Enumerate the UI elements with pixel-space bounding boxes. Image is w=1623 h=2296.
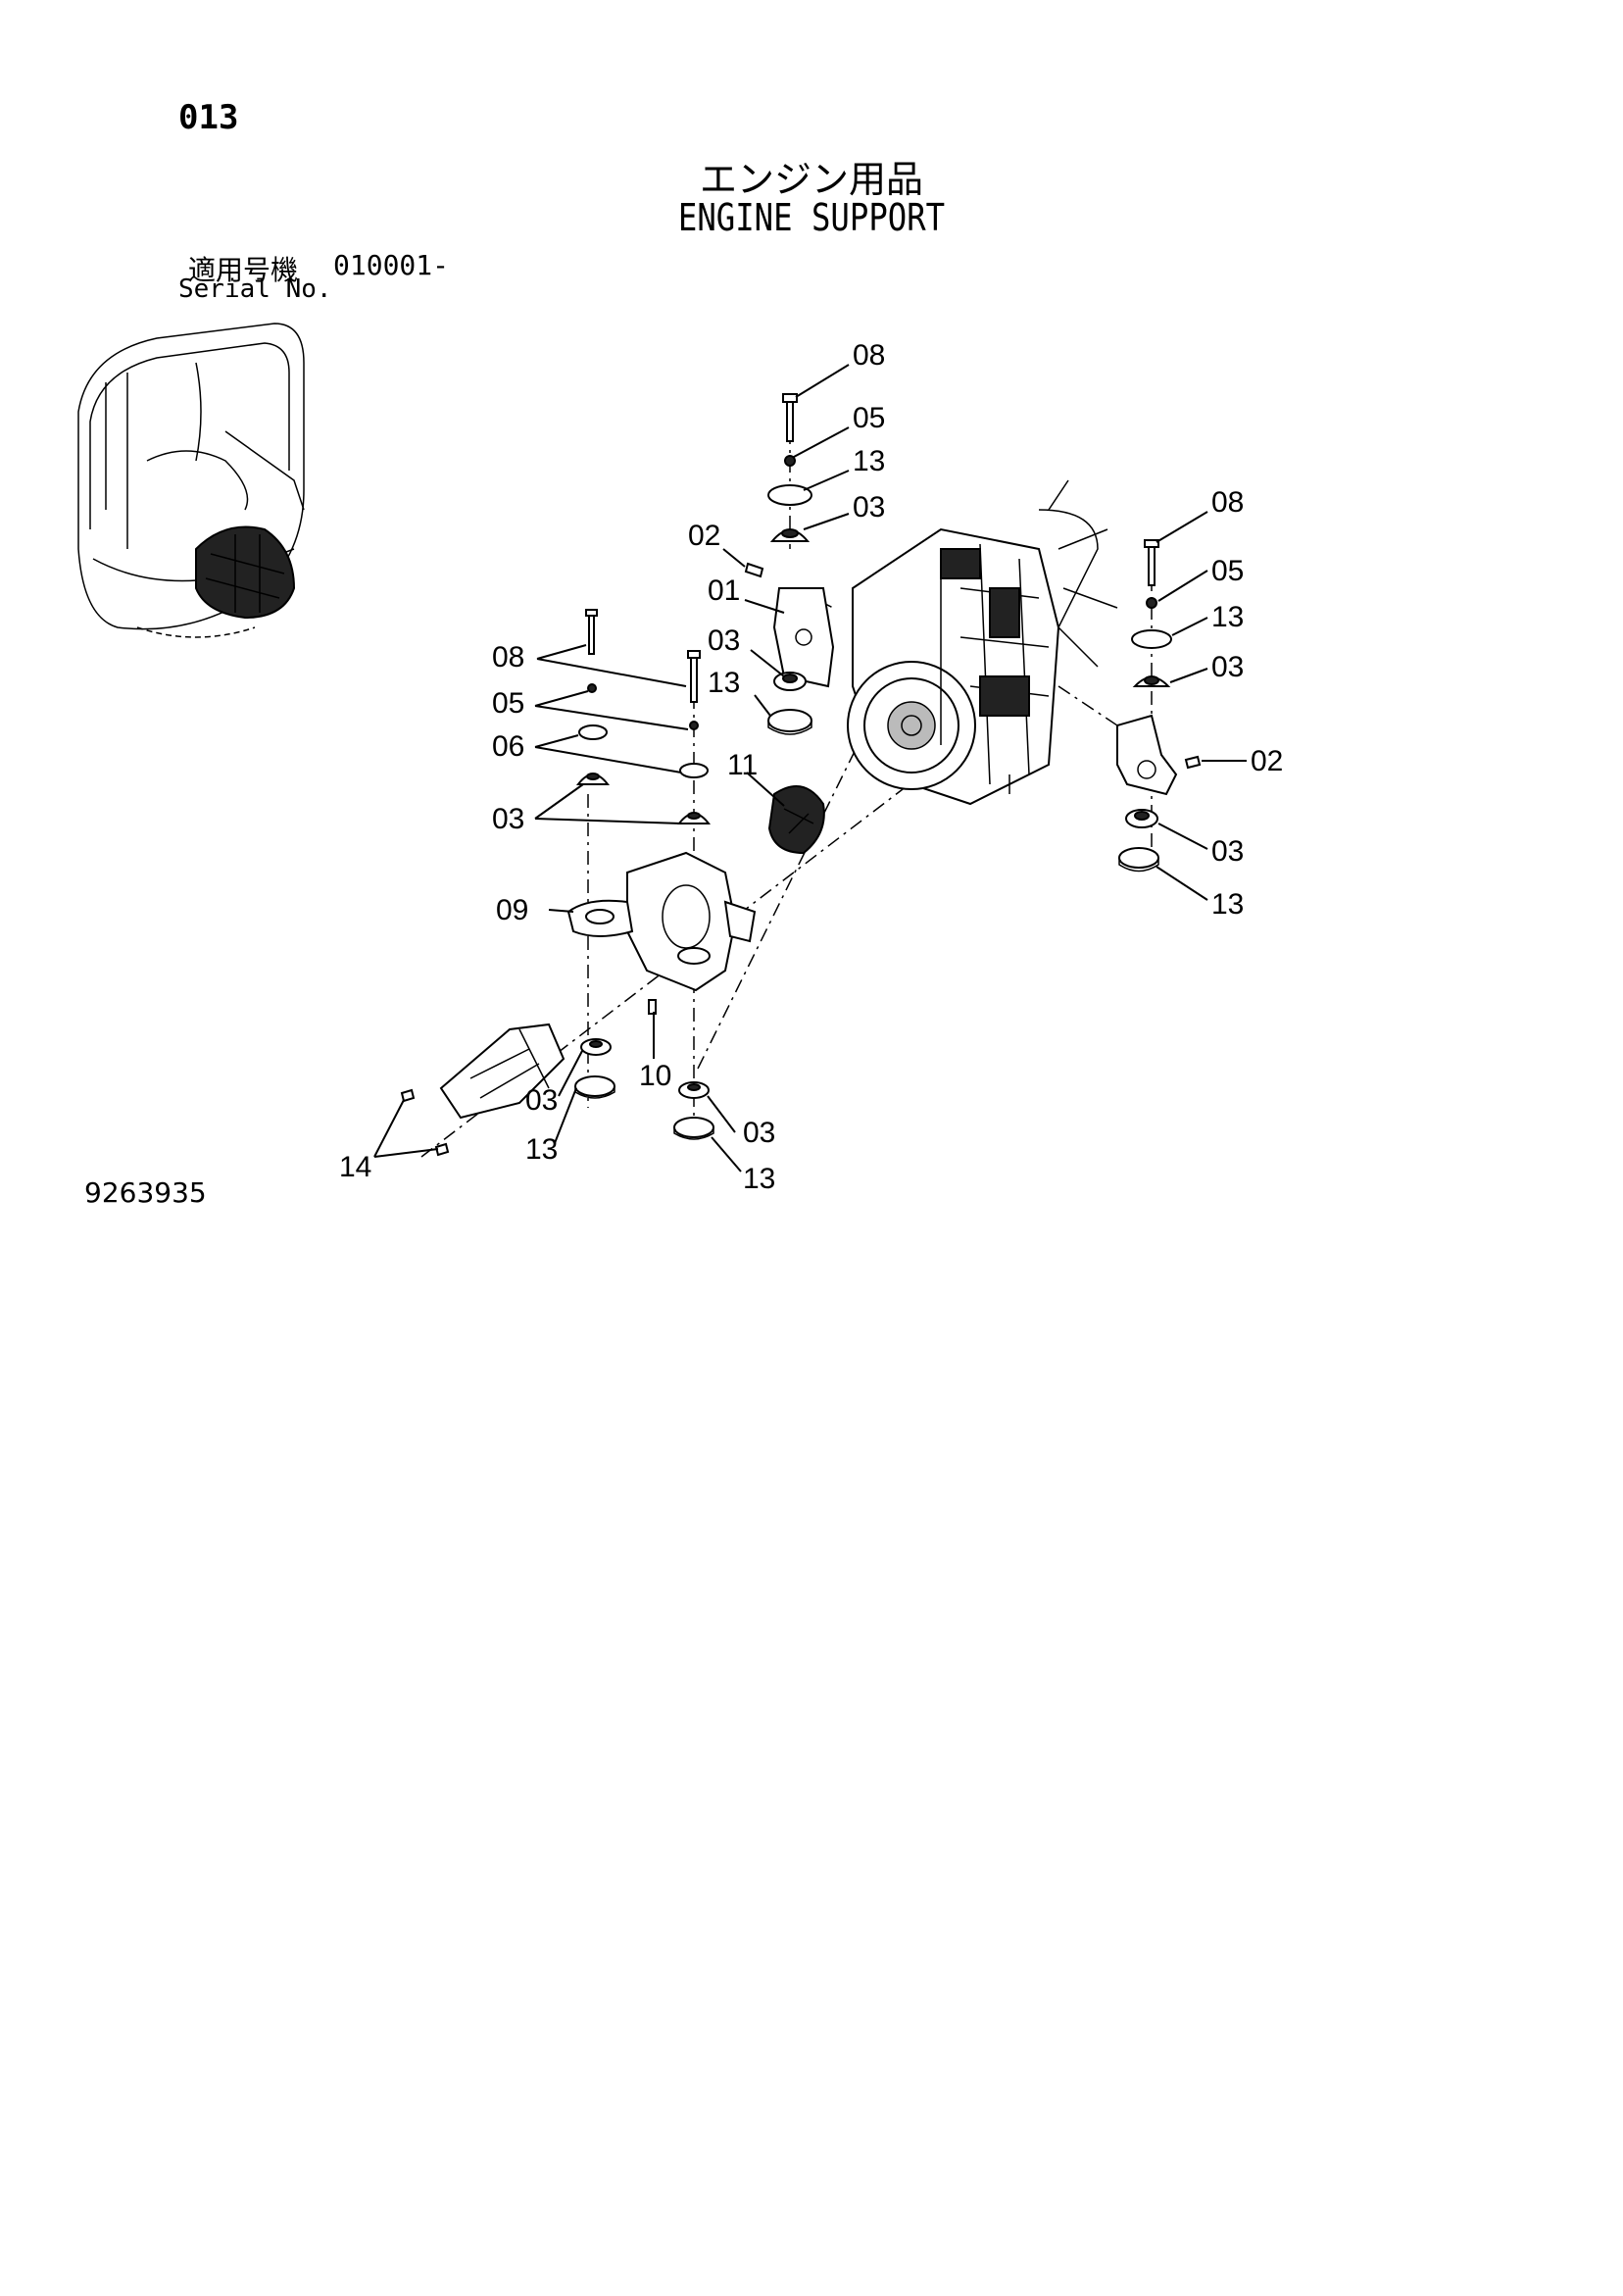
callout-03-right-bottom: 03 [1211,835,1244,868]
callout-03-mid: 03 [708,624,740,657]
right-lower-mount-stack [1118,809,1159,873]
callout-09: 09 [496,894,528,926]
callout-01: 01 [708,574,740,607]
serial-label-english: Serial No. [178,275,332,304]
callout-10: 10 [639,1060,671,1092]
callout-13-bottom-left: 13 [525,1133,558,1166]
mid-mount-stack [767,672,812,735]
callout-13-bottom-center: 13 [743,1163,775,1195]
left-mount-stack [575,609,712,824]
callout-05-top: 05 [853,402,885,434]
callout-05-left: 05 [492,687,524,720]
callout-labels: 08 05 13 03 02 01 03 13 08 05 06 03 11 0… [339,339,1283,1195]
engine-support-exploded-diagram: 08 05 13 03 02 01 03 13 08 05 06 03 11 0… [77,323,1283,1195]
flywheel-housing [566,851,757,992]
page-title-english: ENGINE SUPPORT [677,196,946,239]
bottom-center-mount [673,1081,714,1140]
callout-11: 11 [727,749,758,781]
callout-02-right: 02 [1251,745,1283,777]
right-engine-bracket [1116,714,1202,796]
callout-13-top: 13 [853,445,885,477]
machine-location-thumbnail [77,323,305,638]
callout-02-left: 02 [688,520,720,552]
serial-label-japanese: 適用号機 [188,254,299,286]
callout-13-mid: 13 [708,667,740,699]
callout-08-left: 08 [492,641,524,674]
page-number: 013 [178,98,239,137]
callout-05-right: 05 [1211,555,1244,587]
flywheel-coupling [767,785,825,855]
drawing-number: 9263935 [84,1176,207,1209]
callout-14: 14 [339,1151,371,1183]
callout-leader-lines [373,364,1247,1173]
callout-08-top: 08 [853,339,885,372]
callout-03-left: 03 [492,803,524,835]
callout-06: 06 [492,730,524,763]
callout-03-bottom-left: 03 [525,1084,558,1117]
callout-03-top: 03 [853,491,885,524]
callout-03-right: 03 [1211,651,1244,683]
callout-03-bottom-center: 03 [743,1117,775,1149]
callout-13-right-bottom: 13 [1211,888,1244,921]
left-engine-bracket [744,562,835,688]
starter-motor [400,1023,566,1157]
top-mount-stack [767,393,812,542]
serial-range: 010001- [333,249,450,281]
callout-13-right: 13 [1211,601,1244,633]
callout-08-right: 08 [1211,486,1244,519]
right-top-mount-stack [1131,539,1172,687]
page-title-japanese: エンジン用品 [699,158,923,201]
bottom-left-mount [574,1038,615,1099]
engine-assembly [847,479,1118,806]
housing-bolt [648,999,657,1015]
